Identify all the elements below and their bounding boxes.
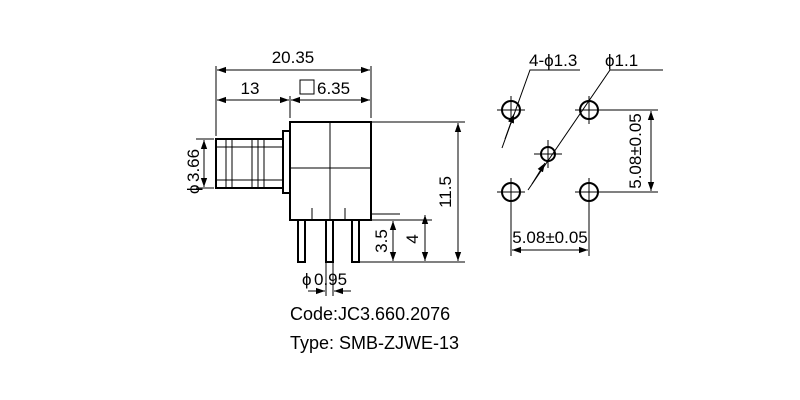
center-hole-label: ϕ1.1 — [605, 51, 638, 70]
connector-side-view — [215, 121, 372, 263]
horizontal-pitch-label: 5.08±0.05 — [512, 228, 588, 247]
body-square-label: 6.35 — [317, 79, 350, 98]
pin-left — [297, 219, 306, 263]
footprint-view: 4-ϕ1.3 ϕ1.1 5.08±0.05 5.08±0.05 — [497, 51, 663, 256]
pin-length-label: 3.5 — [372, 229, 391, 253]
front-thread — [215, 138, 284, 189]
thread-diameter-symbol: ϕ — [184, 184, 203, 194]
side-dimensions: 20.35 13 6.35 ϕ 3.66 11.5 3.5 4 — [184, 48, 465, 296]
code-label: Code:JC3.660.2076 — [290, 304, 451, 324]
pin-diameter-label: 0.95 — [314, 270, 347, 289]
pin-right — [351, 219, 360, 263]
body-height-label: 11.5 — [436, 176, 455, 208]
type-label: Type: SMB-ZJWE-13 — [290, 333, 460, 353]
pin-diameter-symbol: ϕ — [302, 270, 312, 289]
pin-center — [325, 219, 334, 263]
vertical-pitch-label: 5.08±0.05 — [626, 113, 645, 189]
pin-total-label: 4 — [403, 234, 422, 243]
thread-diameter-label: 3.66 — [184, 149, 203, 182]
front-length-label: 13 — [241, 79, 260, 98]
square-symbol-icon — [299, 79, 315, 95]
overall-length-label: 20.35 — [272, 48, 315, 67]
outer-holes-label: 4-ϕ1.3 — [529, 51, 577, 70]
body-flange — [282, 130, 291, 194]
